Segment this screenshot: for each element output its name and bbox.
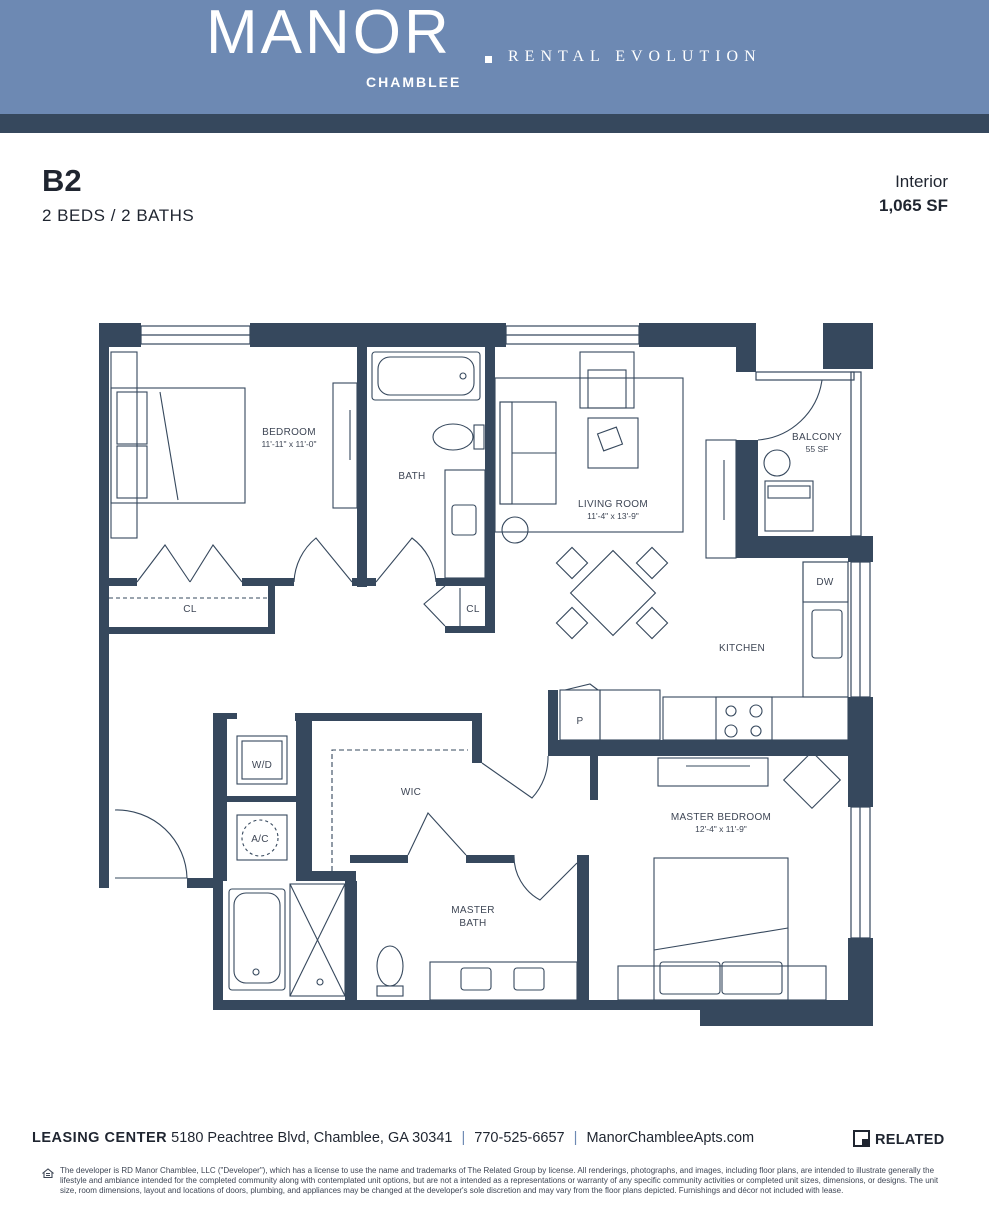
leasing-address: 5180 Peachtree Blvd, Chamblee, GA 30341 [171,1130,453,1146]
walls [99,323,873,1026]
unit-beds-baths: 2 BEDS / 2 BATHS [42,206,195,225]
equal-housing-icon [42,1168,54,1178]
master-bath-label-line1: MASTER [451,905,494,916]
footer-separator: | [573,1130,578,1146]
balcony-label: BALCONY [792,432,842,443]
interior-label: Interior [895,172,948,191]
wic-label: WIC [401,787,421,798]
brand-tagline: RENTAL EVOLUTION [508,48,762,65]
related-logo-icon [853,1130,870,1147]
related-logo: RELATED [853,1130,945,1148]
header-banner [0,0,989,114]
ac-label: A/C [251,834,269,845]
related-logo-text: RELATED [875,1132,945,1148]
interior-square-feet: 1,065 SF [879,196,948,215]
leasing-phone[interactable]: 770-525-6657 [474,1130,565,1146]
bedroom-label: BEDROOM [262,427,316,438]
living-room-label: LIVING ROOM [578,499,648,510]
unit-name: B2 [42,163,82,198]
bath-closet-label: CL [466,604,480,615]
master-bedroom-label: MASTER BEDROOM [671,812,771,823]
pantry-label: P [577,716,584,727]
master-bedroom-dims: 12'-4" x 11'-9" [695,824,747,834]
bedroom-dims: 11'-11" x 11'-0" [261,439,316,449]
furniture [109,351,849,1001]
website-link[interactable]: ManorChambleeApts.com [586,1130,755,1146]
master-bath-label-line2: BATH [459,918,486,929]
kitchen-label: KITCHEN [719,643,765,654]
brand-logo-text: MANOR [206,0,452,67]
leasing-center-label: LEASING CENTER [32,1130,168,1146]
bath-label: BATH [398,471,425,482]
washer-dryer-label: W/D [252,760,272,771]
dishwasher-label: DW [816,577,834,588]
header-strip [0,114,989,133]
brand-location: CHAMBLEE [366,74,462,90]
brand-dot [485,56,492,63]
leasing-center-line: LEASING CENTER 5180 Peachtree Blvd, Cham… [32,1130,754,1146]
legal-disclaimer: The developer is RD Manor Chamblee, LLC … [60,1166,939,1195]
living-room-dims: 11'-4" x 13'-9" [587,511,639,521]
closet-label: CL [183,604,197,615]
footer-separator: | [461,1130,466,1146]
balcony-dims: 55 SF [806,444,829,454]
